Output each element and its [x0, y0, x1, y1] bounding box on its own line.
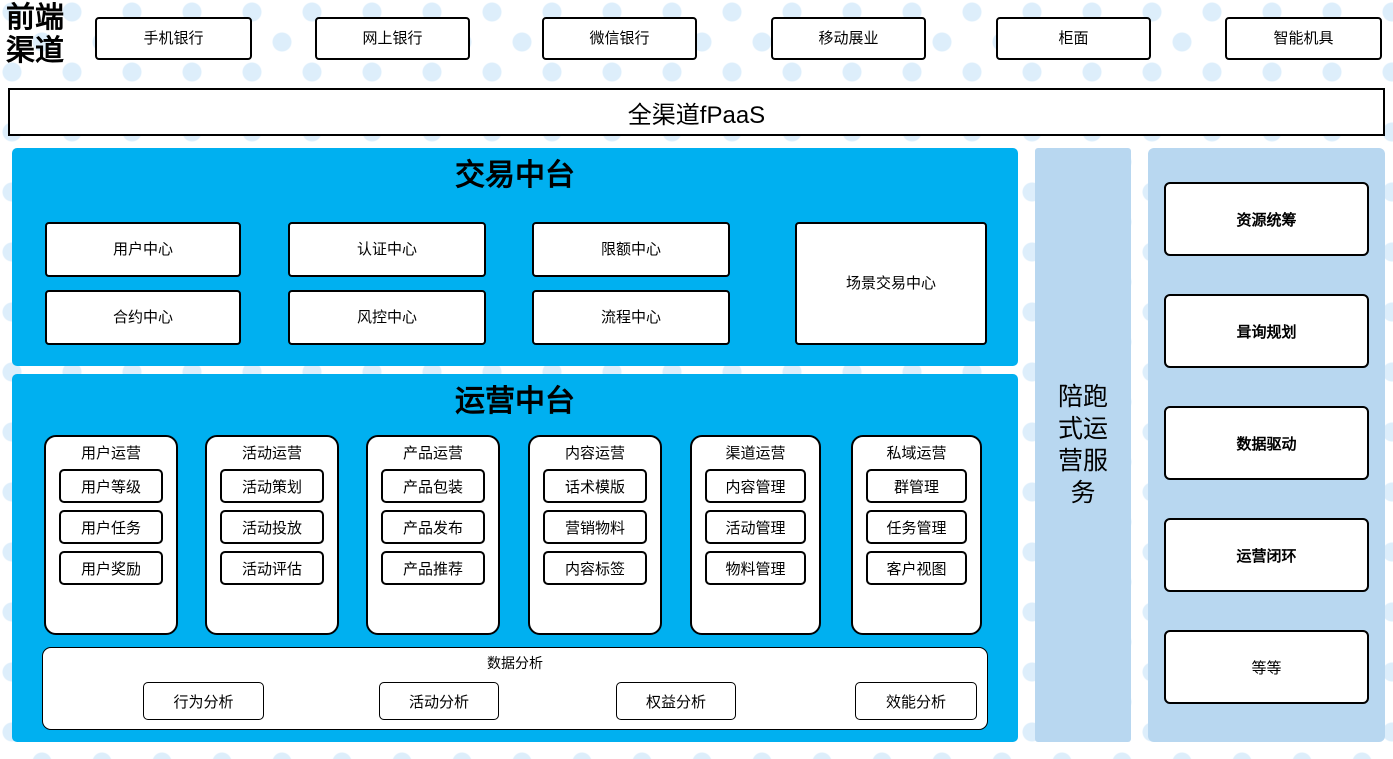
right-service-item[interactable]: 运营闭环: [1164, 518, 1369, 592]
ops-card: 活动运营活动策划活动投放活动评估: [205, 435, 339, 635]
ops-card: 内容运营话术模版营销物料内容标签: [528, 435, 662, 635]
right-service-item[interactable]: 资源统筹: [1164, 182, 1369, 256]
ops-card: 产品运营产品包装产品发布产品推荐: [366, 435, 500, 635]
trade-center-box[interactable]: 用户中心: [45, 222, 241, 277]
front-channel-label: 前端渠道: [6, 2, 65, 67]
right-service-item[interactable]: 咠询规划: [1164, 294, 1369, 368]
data-analysis-band: 数据分析 行为分析 活动分析 权益分析 效能分析: [42, 647, 988, 730]
ops-card-item[interactable]: 内容标签: [543, 551, 647, 585]
channel-box[interactable]: 手机银行: [95, 17, 252, 60]
accompany-service-column: 陪跑式运营服务: [1035, 148, 1131, 742]
ops-card-title: 产品运营: [402, 445, 463, 462]
trade-center-box[interactable]: 流程中心: [532, 290, 730, 345]
ops-card-item[interactable]: 用户等级: [59, 469, 163, 503]
data-analysis-item[interactable]: 行为分析: [143, 682, 264, 720]
ops-card-item[interactable]: 活动策划: [220, 469, 324, 503]
trade-platform-title: 交易中台: [455, 159, 575, 192]
ops-card-item[interactable]: 产品包装: [381, 469, 485, 503]
data-analysis-item[interactable]: 活动分析: [379, 682, 499, 720]
ops-card-title: 活动运营: [241, 445, 302, 462]
channel-box[interactable]: 微信银行: [542, 17, 697, 60]
trade-center-box[interactable]: 认证中心: [288, 222, 486, 277]
channel-box[interactable]: 智能机具: [1225, 17, 1382, 60]
ops-card: 渠道运营内容管理活动管理物料管理: [690, 435, 821, 635]
fpaas-bar: 全渠道fPaaS: [8, 88, 1385, 136]
ops-card-title: 私域运营: [886, 445, 947, 462]
ops-card-title: 渠道运营: [725, 445, 786, 462]
trade-center-box[interactable]: 场景交易中心: [795, 222, 987, 345]
ops-card-item[interactable]: 任务管理: [866, 510, 967, 544]
trade-center-box[interactable]: 合约中心: [45, 290, 241, 345]
data-analysis-item[interactable]: 效能分析: [855, 682, 977, 720]
data-analysis-title: 数据分析: [487, 655, 543, 671]
trade-center-box[interactable]: 风控中心: [288, 290, 486, 345]
ops-card-item[interactable]: 物料管理: [705, 551, 806, 585]
right-service-item[interactable]: 数据驱动: [1164, 406, 1369, 480]
ops-card-item[interactable]: 用户奖励: [59, 551, 163, 585]
right-services-panel: 资源统筹咠询规划数据驱动运营闭环等等: [1148, 148, 1385, 742]
channel-box[interactable]: 柜面: [996, 17, 1151, 60]
ops-card-item[interactable]: 用户任务: [59, 510, 163, 544]
trade-center-box[interactable]: 限额中心: [532, 222, 730, 277]
ops-card-item[interactable]: 群管理: [866, 469, 967, 503]
ops-card-item[interactable]: 营销物料: [543, 510, 647, 544]
ops-card-item[interactable]: 活动投放: [220, 510, 324, 544]
data-analysis-item[interactable]: 权益分析: [616, 682, 736, 720]
ops-card-item[interactable]: 话术模版: [543, 469, 647, 503]
ops-card: 用户运营用户等级用户任务用户奖励: [44, 435, 178, 635]
ops-card-item[interactable]: 产品发布: [381, 510, 485, 544]
ops-card-item[interactable]: 活动评估: [220, 551, 324, 585]
ops-card-item[interactable]: 客户视图: [866, 551, 967, 585]
ops-card-title: 内容运营: [564, 445, 625, 462]
ops-card-item[interactable]: 产品推荐: [381, 551, 485, 585]
ops-platform-title: 运营中台: [455, 385, 575, 418]
ops-card-title: 用户运营: [80, 445, 141, 462]
accompany-service-label: 陪跑式运营服务: [1057, 383, 1108, 507]
right-service-item[interactable]: 等等: [1164, 630, 1369, 704]
channel-box[interactable]: 移动展业: [771, 17, 926, 60]
ops-card: 私域运营群管理任务管理客户视图: [851, 435, 982, 635]
ops-card-item[interactable]: 活动管理: [705, 510, 806, 544]
ops-card-item[interactable]: 内容管理: [705, 469, 806, 503]
channel-box[interactable]: 网上银行: [315, 17, 470, 60]
